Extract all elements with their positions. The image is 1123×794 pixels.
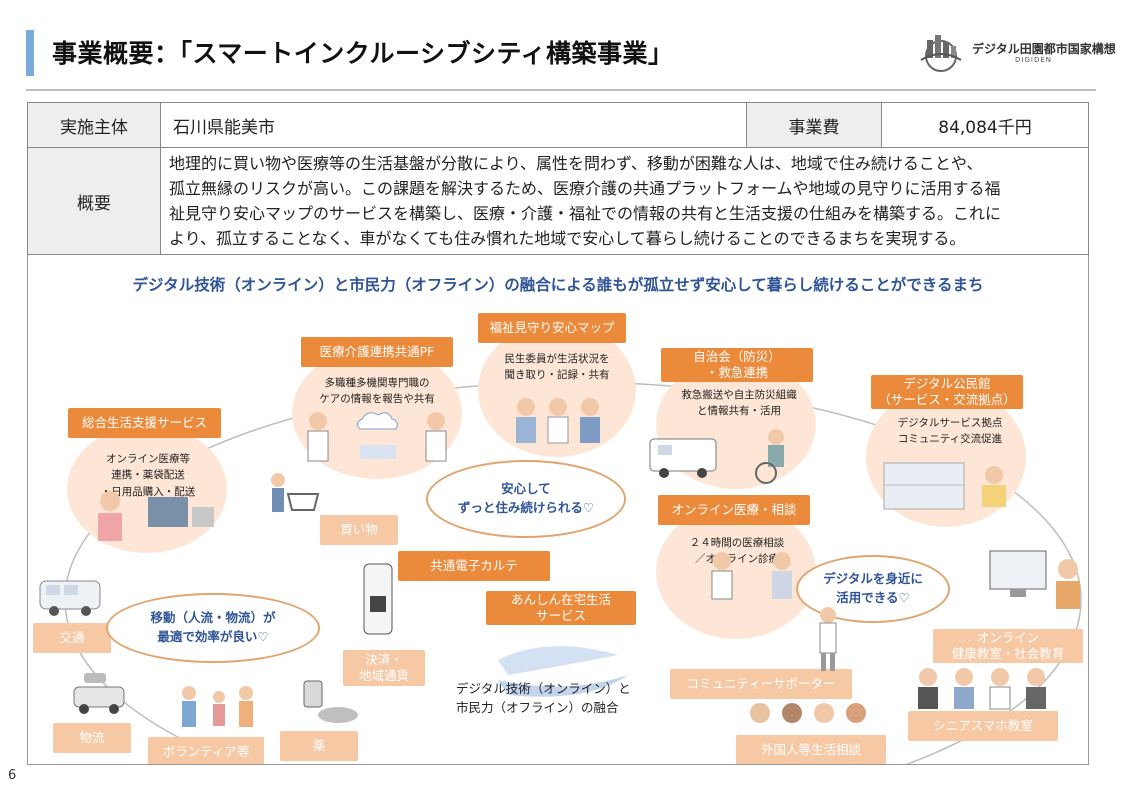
sogo-label: 総合生活支援サービス [68,408,221,438]
online-iryo-label: オンライン医療・相談 [658,495,810,525]
jichikai-line: 救急搬送や自主防災組織 [681,389,797,401]
online-class-icon [989,550,1080,609]
medicine-icon [303,680,358,723]
header-rule [26,89,1096,91]
logo-sub: DIGIDEN [1015,56,1052,64]
sogo-line: 連携・薬袋配送 [111,469,185,482]
summary-line: 地理的に買い物や医療等の生活基盤が分散により、属性を問わず、移動が困難な人は、地… [169,154,983,173]
zaitaku-label: あんしん在宅生活 サービス [486,591,636,625]
senior-class-icon [918,668,1046,710]
summary-line: より、孤立することなく、車がなくても住み慣れた地域で安心して暮らし続けることので… [169,229,966,248]
jichikai-line: と情報共有・活用 [697,405,781,418]
senior-tag: シニアスマホ教室 [908,711,1058,741]
sogo-circle [67,425,227,553]
kominkan-line: コミュニティ交流促進 [897,433,1003,446]
sogo-line: オンライン医療等 [106,453,190,465]
fukushi-map-line: 民生委員が生活状況を [504,353,610,365]
jichikai-label-line: 自治会（防災） [693,349,781,365]
welfare-volunteers-icon [516,398,600,444]
iryo-kaigo-label: 医療介護連携共通PF [301,337,453,367]
kominkan-line: デジタルサービス拠点 [897,417,1003,429]
kotsu-tag: 交通 [33,623,111,653]
summary-label: 概要 [27,147,161,255]
iryo-kaigo-line: ケアの情報を報告や共有 [319,393,435,406]
implementer-label: 実施主体 [27,102,161,148]
butsuryu-tag: 物流 [53,723,131,753]
telemedicine-icon [711,552,792,600]
diagram-panel: デジタル技術（オンライン）と市民力（オフライン）の融合による誰もが孤立せず安心し… [27,255,1089,765]
kominkan-text: デジタルサービス拠点 コミュニティ交流促進 [876,415,1024,448]
community-hall-icon [883,462,1006,510]
zaitaku-label-line: サービス [535,608,586,623]
diagram-headline: デジタル技術（オンライン）と市民力（オフライン）の融合による誰もが孤立せず安心し… [132,276,984,294]
gaikokujin-tag: 外国人等生活相談 [736,735,886,764]
implementer-value: 石川県能美市 [160,102,747,148]
cloud-left: 移動（人流・物流）が 最適で効率が良い♡ [106,593,320,663]
summary-line: 孤立無縁のリスクが高い。この課題を解決するため、医療介護の共通プラットフォームや… [169,179,1001,198]
shopping-cart-icon [271,473,320,512]
fusion-line: 市民力（オフライン）の融合 [456,700,619,716]
online-iryo-line: ２４時間の医療相談 [689,537,785,549]
fukushi-map-text: 民生委員が生活状況を 聞き取り・記録・共有 [486,351,628,384]
volunteer-tag: ボランティア等 [148,737,264,764]
sogo-text: オンライン医療等 連携・薬袋配送 ・日用品購入・配送 [82,451,214,500]
cost-value: 84,084千円 [881,102,1089,148]
digiden-logo-icon [920,35,962,72]
kessai-line: 決済・ [365,652,403,668]
cloud-center-line: 安心して [501,481,551,497]
bus-icon [39,580,101,616]
jichikai-text: 救急搬送や自主防災組織 と情報共有・活用 [664,387,814,420]
volunteers-icon [182,686,253,727]
kominkan-label-line: デジタル公民館 [903,376,991,392]
care-network-icon [307,412,447,462]
ambulance-icon [649,429,784,484]
summary-text: 地理的に買い物や医療等の生活基盤が分散により、属性を問わず、移動が困難な人は、地… [160,147,1089,255]
kenko-line: オンライン [976,630,1040,646]
iryo-kaigo-text: 多職種多機関専門職の ケアの情報を報告や共有 [298,375,456,408]
cloud-left-line: 移動（人流・物流）が [150,610,276,626]
fukushi-map-line: 聞き取り・記録・共有 [504,369,610,382]
cost-label: 事業費 [746,102,882,148]
summary-line: 祉見守り安心マップのサービスを構築し、医療・介護・福祉での情報の共有と生活支援の… [169,204,1002,223]
foreign-residents-icon [750,703,866,723]
community-supporter-tag: コミュニティーサポーター [670,669,852,699]
cloud-right-line: デジタルを身近に [823,571,923,587]
cloud-center-line: ずっと住み続けられる♡ [457,500,595,515]
title-accent-bar [26,30,34,76]
kenko-tag: オンライン 健康教室・社会教育 [933,629,1083,663]
kenko-line: 健康教室・社会教育 [951,646,1065,661]
kessai-line: 地域通貨 [358,668,409,683]
iryo-kaigo-line: 多職種多機関専門職の [324,377,430,389]
cloud-center: 安心して ずっと住み続けられる♡ [426,460,626,538]
zaitaku-label-line: あんしん在宅生活 [510,592,611,608]
fusion-line: デジタル技術（オンライン）と [456,681,631,696]
cloud-right-line: 活用できる♡ [836,590,910,605]
sogo-line: ・日用品購入・配送 [100,485,196,498]
online-shopping-icon [98,491,214,541]
kaimono-tag: 買い物 [320,515,398,545]
cloud-left-line: 最適で効率が良い♡ [157,629,269,644]
fusion-text: デジタル技術（オンライン）と 市民力（オフライン）の融合 [456,679,631,718]
page-number: 6 [8,768,17,783]
page-title: 事業概要：「スマートインクルーシブシティ構築事業」 [52,39,674,68]
kominkan-label-line: （サービス・交流拠点） [878,392,1016,407]
info-table: 実施主体 石川県能美市 事業費 84,084千円 概要 地理的に買い物や医療等の… [27,102,1089,255]
fukushi-map-label: 福祉見守り安心マップ [478,313,626,343]
kusuri-tag: 薬 [280,731,358,761]
kominkan-label: デジタル公民館 （サービス・交流拠点） [871,375,1023,409]
karute-label: 共通電子カルテ [398,551,550,581]
delivery-robot-icon [73,673,125,714]
logo-name: デジタル田園都市国家構想 [972,42,1116,56]
kessai-tag: 決済・ 地域通貨 [343,650,425,686]
supporter-person-icon [819,607,837,671]
smartphone-icon [363,563,393,635]
jichikai-label: 自治会（防災） ・救急連携 [661,348,813,382]
jichikai-label-line: ・救急連携 [705,365,769,380]
